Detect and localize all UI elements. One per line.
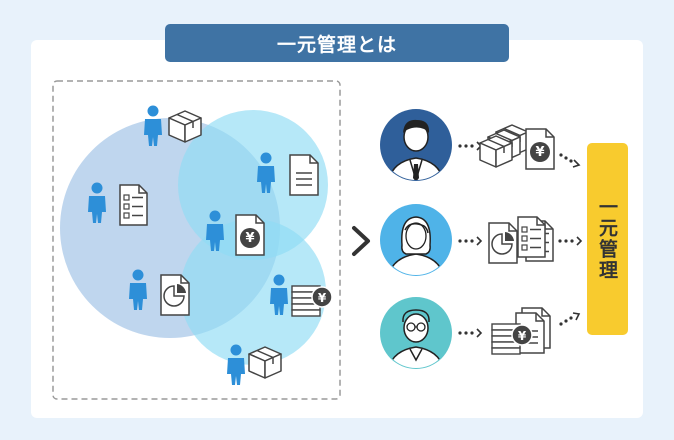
dotted-arrow (458, 328, 483, 338)
circle-bottom-right (180, 219, 326, 365)
dotted-arrow (559, 312, 581, 326)
dotted-arrow (559, 153, 581, 168)
dashed-frame (52, 80, 341, 400)
svg-text:¥: ¥ (535, 145, 544, 160)
businessman-avatar-icon (380, 109, 452, 181)
svg-text:¥: ¥ (245, 231, 254, 246)
unified-management-box: 一元管理 (587, 143, 628, 335)
box-icon (248, 346, 282, 379)
elderly-man-avatar-icon (380, 297, 452, 369)
stacked-documents-icon (488, 216, 554, 264)
yen-bills-icon: ¥ (291, 285, 333, 317)
pie-chart-document-icon (160, 274, 190, 316)
svg-text:¥: ¥ (318, 291, 327, 305)
woman-avatar-icon (380, 204, 452, 276)
yen-document-icon: ¥ (235, 214, 265, 256)
yen-document-icon: ¥ (525, 128, 555, 170)
bills-and-documents-icon: ¥ (491, 307, 551, 355)
box-icon (168, 110, 202, 143)
page-title: 一元管理とは (165, 24, 509, 62)
result-label: 一元管理 (596, 197, 618, 281)
document-icon (289, 154, 319, 196)
circle-top-right (178, 110, 328, 260)
checklist-document-icon (119, 184, 148, 226)
dotted-arrow (458, 141, 483, 151)
stacked-boxes-icon (479, 124, 529, 168)
dotted-arrow (458, 236, 483, 246)
dotted-arrow (558, 236, 583, 246)
svg-text:¥: ¥ (518, 329, 527, 343)
chevron-right-icon (352, 226, 370, 256)
